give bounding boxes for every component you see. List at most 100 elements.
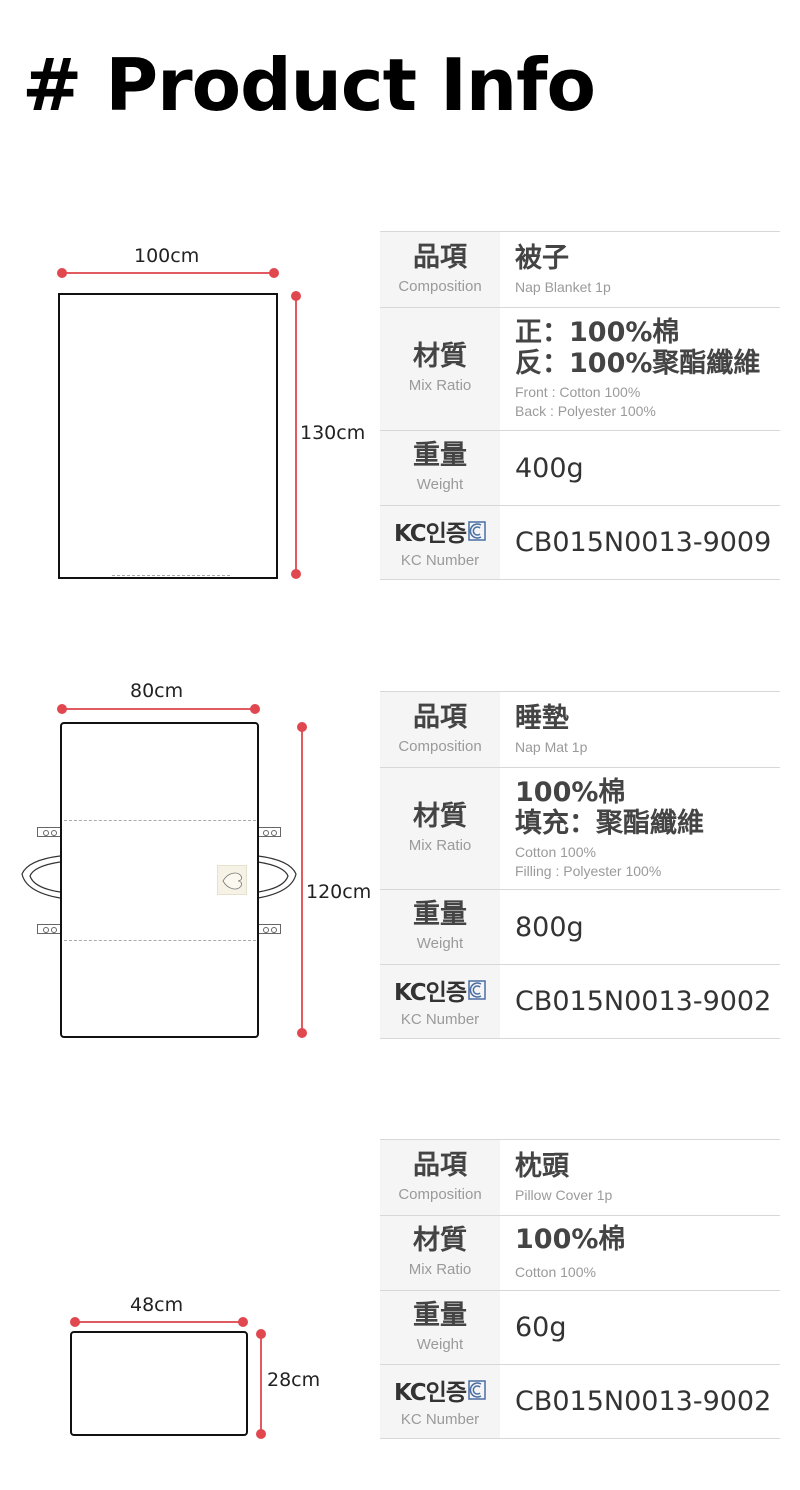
pillow-outline [70, 1331, 248, 1436]
kc-row: KC인증 KC Number CB015N0013-9002 [380, 1365, 780, 1439]
composition-value-en: Nap Blanket 1p [515, 278, 611, 295]
mix-ratio-label: 材質 [413, 800, 467, 832]
composition-value: 被子 [515, 242, 569, 274]
dimension-dot [256, 1429, 266, 1439]
strap-tab [257, 924, 281, 934]
seam-line [112, 575, 230, 576]
dimension-dot [269, 268, 279, 278]
mix-ratio-label-en: Mix Ratio [408, 836, 472, 854]
row-value: 100%棉 填充：聚酯纖維 Cotton 100% Filling : Poly… [500, 768, 780, 889]
dimension-dot [238, 1317, 248, 1327]
width-label: 48cm [130, 1294, 184, 1316]
mix-ratio-label-en: Mix Ratio [408, 377, 472, 394]
mix-value-en-line: Front : Cotton 100% [515, 384, 641, 400]
mix-value-line: 反：100%聚酯纖維 [515, 348, 761, 379]
mix-value-en-line: Cotton 100% [515, 843, 596, 860]
mix-ratio-label: 材質 [413, 1225, 467, 1256]
weight-label-en: Weight [416, 935, 464, 952]
row-label: 品項 Composition [380, 1140, 500, 1215]
dimension-dot [291, 569, 301, 579]
spec-table: 品項 Composition 被子 Nap Blanket 1p 材質 Mix … [380, 231, 780, 580]
spec-table: 品項 Composition 睡墊 Nap Mat 1p 材質 Mix Rati… [380, 691, 780, 1039]
row-value: 睡墊 Nap Mat 1p [500, 692, 780, 767]
weight-label: 重量 [413, 440, 467, 471]
fold-line [64, 820, 256, 821]
strap-tab [37, 827, 61, 837]
composition-label: 品項 [413, 1149, 467, 1181]
kc-label-wrap: KC인증 [394, 1373, 486, 1407]
row-value: 100%棉 Cotton 100% [500, 1216, 780, 1290]
weight-row: 重量 Weight 60g [380, 1291, 780, 1365]
weight-value: 800g [515, 911, 584, 943]
composition-row: 品項 Composition 被子 Nap Blanket 1p [380, 232, 780, 308]
mat-handle-right [257, 855, 297, 899]
mix-value-line: 正：100%棉 [515, 317, 680, 348]
row-label: 材質 Mix Ratio [380, 1216, 500, 1290]
dimension-dot [57, 704, 67, 714]
row-value: 正：100%棉 反：100%聚酯纖維 Front : Cotton 100% B… [500, 308, 780, 430]
composition-row: 品項 Composition 枕頭 Pillow Cover 1p [380, 1140, 780, 1216]
mix-ratio-row: 材質 Mix Ratio 100%棉 Cotton 100% [380, 1216, 780, 1291]
weight-row: 重量 Weight 800g [380, 890, 780, 965]
row-label: KC인증 KC Number [380, 506, 500, 579]
width-label: 100cm [134, 245, 200, 267]
row-label: 材質 Mix Ratio [380, 768, 500, 889]
row-value: 枕頭 Pillow Cover 1p [500, 1140, 780, 1215]
height-label: 28cm [267, 1369, 321, 1391]
height-label: 120cm [306, 881, 372, 903]
kc-label-en: KC Number [400, 551, 480, 569]
height-label: 130cm [300, 422, 366, 444]
mix-ratio-row: 材質 Mix Ratio 100%棉 填充：聚酯纖維 Cotton 100% F… [380, 768, 780, 890]
kc-certification-icon [468, 520, 486, 541]
composition-value: 睡墊 [515, 702, 569, 734]
kc-label: KC인증 [394, 520, 467, 547]
width-dimension-line [62, 708, 255, 710]
mix-ratio-row: 材質 Mix Ratio 正：100%棉 反：100%聚酯纖維 Front : … [380, 308, 780, 431]
height-dimension-line [260, 1334, 262, 1434]
page-title: # Product Info [22, 43, 596, 127]
dimension-dot [256, 1329, 266, 1339]
mix-ratio-label: 材質 [413, 341, 467, 372]
row-value: 被子 Nap Blanket 1p [500, 232, 780, 307]
composition-label: 品項 [413, 701, 467, 733]
row-label: 品項 Composition [380, 232, 500, 307]
dimension-dot [291, 291, 301, 301]
width-dimension-line [75, 1321, 243, 1323]
kc-certification-icon [468, 979, 486, 1000]
weight-value: 60g [515, 1312, 567, 1343]
heart-icon [222, 872, 243, 890]
weight-label: 重量 [413, 1299, 467, 1331]
kc-label-wrap: KC인증 [394, 973, 486, 1007]
width-dimension-line [62, 272, 274, 274]
mix-value-line: 100%棉 [515, 1224, 626, 1255]
composition-label-en: Composition [398, 737, 482, 755]
dimension-dot [70, 1317, 80, 1327]
dimension-dot [297, 722, 307, 732]
blanket-outline [58, 293, 278, 579]
mix-value-line: 100%棉 [515, 776, 626, 808]
kc-certification-icon [468, 1379, 486, 1400]
mix-value-en-line: Filling : Polyester 100% [515, 862, 662, 879]
composition-label-en: Composition [398, 1185, 482, 1203]
kc-label: KC인증 [394, 1379, 467, 1406]
row-label: 材質 Mix Ratio [380, 308, 500, 430]
composition-value-en: Nap Mat 1p [515, 738, 588, 755]
weight-label-en: Weight [416, 476, 464, 493]
width-label: 80cm [130, 680, 184, 702]
kc-label: KC인증 [394, 979, 467, 1006]
mix-value-en-line: Cotton 100% [515, 1264, 596, 1280]
strap-tab [37, 924, 61, 934]
dimension-dot [297, 1028, 307, 1038]
row-label: 重量 Weight [380, 431, 500, 505]
heart-label-patch [217, 865, 247, 895]
row-value: CB015N0013-9002 [500, 965, 780, 1038]
composition-label-en: Composition [398, 277, 482, 295]
dimension-dot [250, 704, 260, 714]
row-value: CB015N0013-9002 [500, 1365, 780, 1438]
mat-handle-left [21, 855, 61, 899]
row-value: 800g [500, 890, 780, 964]
row-label: 品項 Composition [380, 692, 500, 767]
row-value: 400g [500, 431, 780, 505]
row-label: 重量 Weight [380, 890, 500, 964]
composition-row: 品項 Composition 睡墊 Nap Mat 1p [380, 692, 780, 768]
